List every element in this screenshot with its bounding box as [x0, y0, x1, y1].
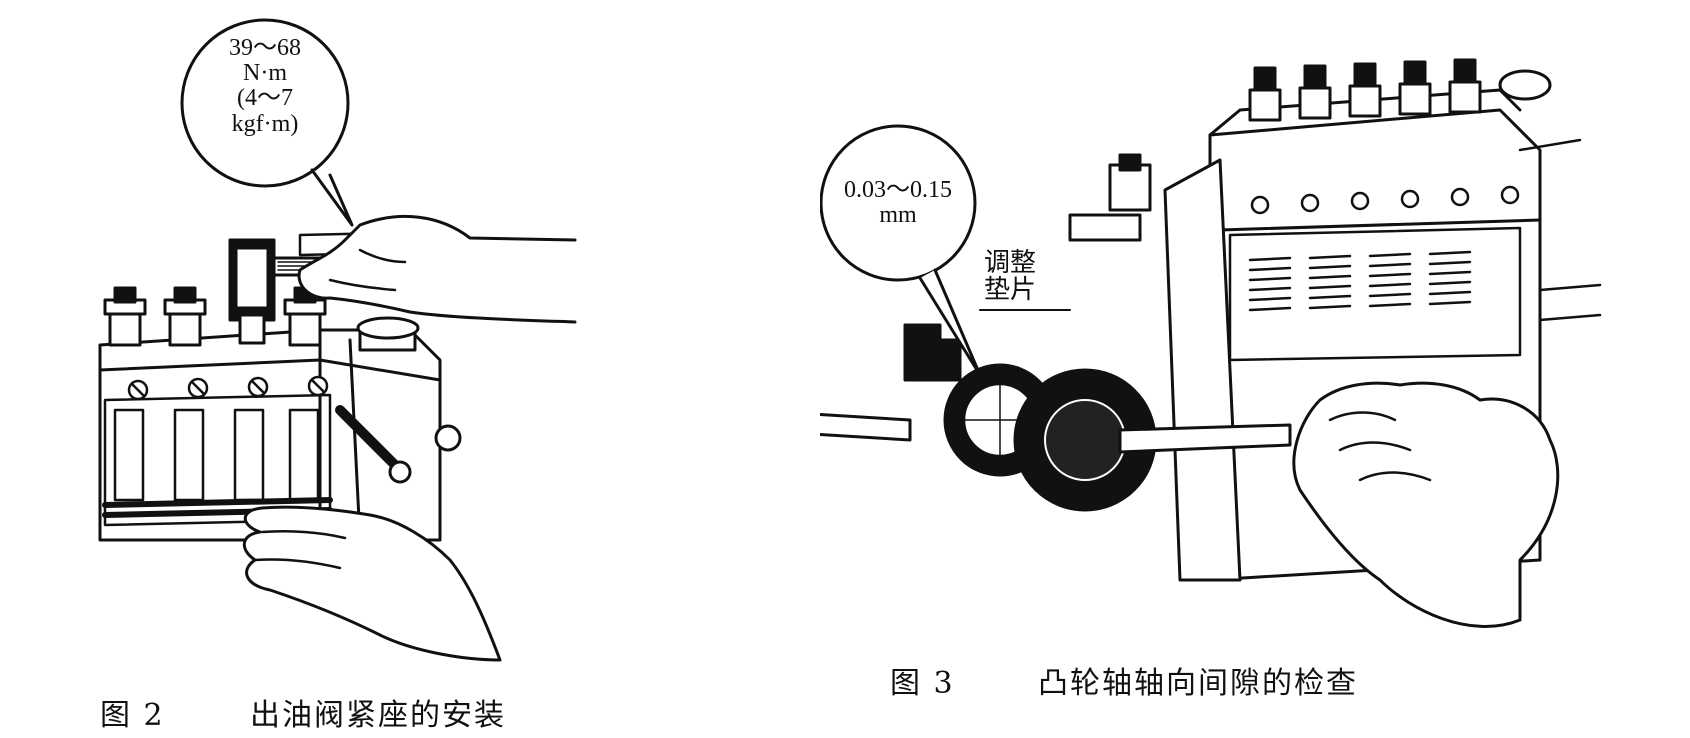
figure-3: 0.03～0.15 mm 调整 垫片 图 3 凸轮轴轴向间隙的检查 [820, 0, 1690, 738]
valve-holders [1248, 58, 1552, 122]
figure-2: 39～68 N·m (4～7 kgf·m) 图 2 出油阀紧座的安装 [0, 0, 820, 738]
lever [335, 405, 405, 475]
gauge-rod [820, 413, 912, 442]
lever-rod [1118, 423, 1292, 454]
callout-pointer [918, 268, 982, 377]
shim-label-line-1: 调整 [984, 248, 1037, 278]
torque-value-nm: 39～68 [229, 35, 301, 61]
lower-hand [242, 505, 502, 662]
spring-window [1228, 226, 1522, 362]
clearance-value: 0.03～0.15 [844, 177, 952, 203]
valve-holders [103, 286, 327, 347]
springs [1248, 250, 1472, 312]
figure-3-title: 凸轮轴轴向间隙的检查 [1038, 666, 1358, 701]
clearance-callout-circle [820, 124, 977, 282]
figure-2-illustration [98, 18, 577, 662]
figure-2-title: 出油阀紧座的安装 [250, 698, 506, 733]
figure-3-illustration [820, 58, 1602, 628]
screw-row [127, 375, 329, 401]
callout-pointer [310, 168, 354, 227]
screw-row [1250, 185, 1520, 215]
figure-3-number: 图 3 [890, 666, 955, 701]
torque-callout-circle [180, 18, 350, 188]
torque-value-kgf: (4～7 [237, 85, 293, 112]
torque-callout-text: 39～68 N·m (4～7 kgf·m) [195, 35, 335, 137]
figure-2-number: 图 2 [100, 698, 165, 733]
torque-unit-nm: N·m [243, 60, 287, 87]
filler-cap [356, 316, 420, 352]
torque-unit-kgf: kgf·m) [231, 110, 299, 137]
upper-hand [297, 214, 577, 324]
shim-label-line-2: 垫片 [984, 275, 1037, 306]
shim-label: 调整 垫片 [984, 248, 1037, 306]
clearance-callout-text: 0.03～0.15 mm [828, 177, 968, 229]
clearance-unit: mm [879, 202, 917, 229]
